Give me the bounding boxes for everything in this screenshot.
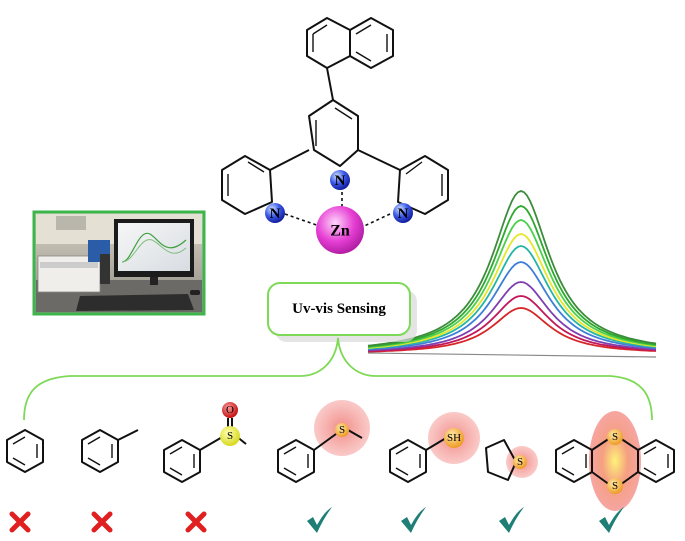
thianthrene-sulfur-atom-top [607, 429, 623, 445]
sulfoxide-s-label: S [227, 430, 233, 442]
zinc-atom [316, 206, 364, 254]
monitor-screen [118, 223, 190, 271]
thianthrene-sulfur-glow [589, 411, 641, 511]
mouse [190, 290, 200, 295]
cross-icon [91, 511, 113, 533]
central-pyridine-ring [308, 99, 359, 167]
spectrometer-photo [32, 210, 206, 316]
spectrum-curve-7 [367, 219, 657, 349]
spectrum-curve-2 [367, 295, 657, 352]
nitrogen-label-center: N [335, 173, 346, 189]
spectrum-curve-8 [367, 205, 657, 348]
sensing-label: Uv-vis Sensing [292, 301, 386, 317]
spectrum-curve-6 [367, 233, 657, 349]
uv-vis-sensing-box: Uv-vis Sensing [267, 282, 417, 342]
analyte-toluene [81, 429, 139, 473]
monitor-spectrum-trace-2 [121, 239, 187, 263]
cross-icon [185, 511, 207, 533]
analyte-thianthrene: S S [555, 411, 675, 511]
thianthrene-sulfur-atom-bottom [607, 478, 623, 494]
sulfoxide-o-label: O [226, 404, 234, 416]
photo-window [56, 216, 86, 230]
analyte-benzene [6, 429, 44, 473]
monitor-spectrum-trace [121, 232, 187, 263]
thiophenol-sulfur-atom [444, 428, 464, 448]
nitrogen-atom-left [265, 203, 285, 223]
result-marks [9, 507, 624, 533]
right-pyridine-ring [397, 155, 449, 215]
naphthalene-group [306, 17, 394, 69]
sulfoxide-oxygen-atom [222, 402, 238, 418]
keyboard [76, 294, 194, 311]
tetrahydrothiophene-s-label: S [517, 456, 523, 468]
zinc-label: Zn [330, 223, 350, 240]
check-icon [499, 507, 524, 533]
analyte-thioanisole: S [277, 400, 370, 483]
monitor-stand [150, 277, 158, 285]
thioanisole-sulfur-atom [335, 423, 349, 437]
sensing-box [267, 282, 411, 336]
tetrahydrothiophene-sulfur-atom [513, 455, 527, 469]
spectrum-curve-5 [367, 245, 657, 350]
nitrogen-label-left: N [270, 206, 281, 222]
nitrogen-atom-right [393, 203, 413, 223]
analyte-tetrahydrothiophene: S [485, 439, 538, 481]
spectrum-curve-4 [367, 261, 657, 351]
check-icon [599, 507, 624, 533]
coordination-bond-left [284, 213, 326, 229]
thioanisole-s-label: S [339, 424, 345, 436]
spectrum-baseline [367, 352, 657, 358]
analyte-bracket [23, 337, 653, 421]
analyte-thiophenol: SH [389, 412, 480, 483]
spectrum-curve-3 [367, 281, 657, 352]
nitrogen-label-right: N [398, 206, 409, 222]
analyte-methyl-phenyl-sulfoxide: S O [163, 402, 247, 483]
instrument-tower [100, 254, 110, 284]
thiophenol-sh-label: SH [447, 432, 461, 444]
thianthrene-s-label-top: S [612, 431, 618, 443]
sulfoxide-sulfur-atom [220, 426, 240, 446]
coordination-bond-right [359, 213, 391, 229]
left-pyridine-ring [221, 155, 273, 215]
spectrum-curve-9 [367, 190, 657, 347]
nitrogen-atom-center [330, 170, 350, 190]
spectrometer-lid [40, 262, 98, 268]
uv-vis-spectrum [367, 190, 657, 353]
check-icon [401, 507, 426, 533]
cross-icon [9, 511, 31, 533]
thianthrene-s-label-bottom: S [612, 480, 618, 492]
spectrum-curve-1 [367, 307, 657, 353]
check-icon [307, 507, 332, 533]
zinc-terpyridine-complex: N N N Zn [221, 17, 449, 254]
